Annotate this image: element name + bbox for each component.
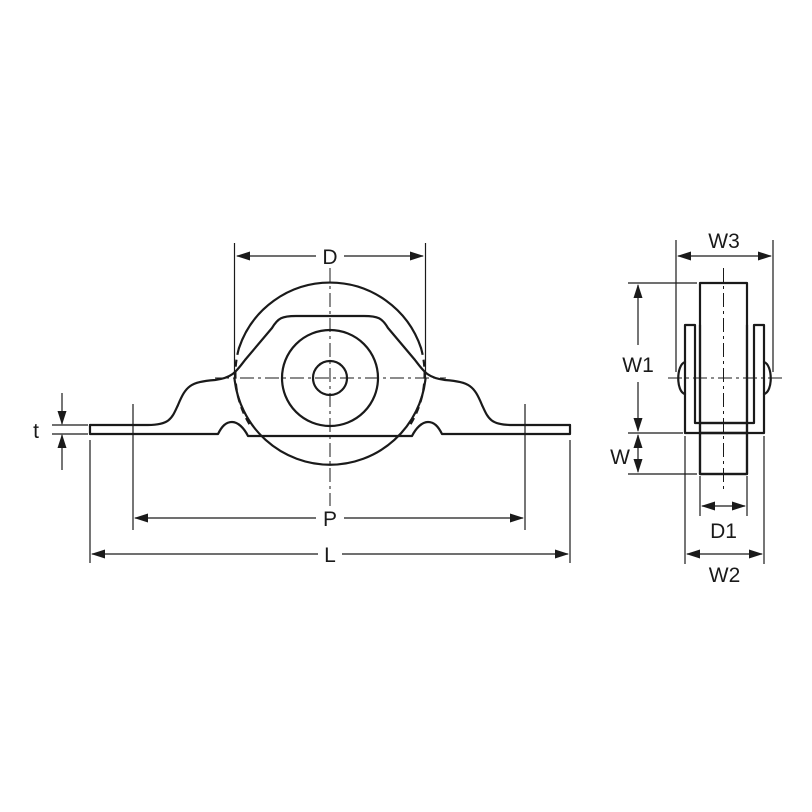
dim-W-arrow-top <box>633 434 643 448</box>
dim-W3-arrow-left <box>677 251 691 261</box>
dim-P-arrow-right <box>510 513 524 523</box>
dim-L-arrow-left <box>91 549 105 559</box>
wheel-hidden-right <box>409 347 426 426</box>
dim-W1-arrow-top <box>633 284 643 298</box>
label-D1: D1 <box>710 520 737 543</box>
label-P: P <box>323 508 337 531</box>
label-W: W <box>610 446 630 469</box>
side-bracket-u <box>683 323 766 435</box>
dim-W1-arrow-bottom <box>633 418 643 432</box>
wheel-outer-upper-arc <box>237 281 423 350</box>
side-view: W3 W1 W D1 W2 <box>610 230 782 587</box>
bracket-profile <box>88 314 572 427</box>
dim-W-arrow-bottom <box>633 459 643 473</box>
label-t: t <box>33 420 39 443</box>
dim-D1-arrow-right <box>732 501 746 511</box>
dim-W3-arrow-right <box>758 251 772 261</box>
dim-L-arrow-right <box>555 549 569 559</box>
dim-W2-arrow-left <box>686 549 700 559</box>
dim-D-arrow-left <box>236 251 250 261</box>
dim-D1-arrow-left <box>701 501 715 511</box>
front-view: D P L t <box>33 243 572 567</box>
dim-t-arrow-bottom <box>57 434 67 448</box>
label-L: L <box>324 544 336 567</box>
dim-W2-arrow-right <box>749 549 763 559</box>
label-W2: W2 <box>709 564 741 587</box>
dim-P-arrow-left <box>134 513 148 523</box>
label-D: D <box>322 246 337 269</box>
dim-t-arrow-top <box>57 411 67 425</box>
label-W1: W1 <box>622 354 654 377</box>
wheel-outer-lower-arc <box>233 377 427 466</box>
label-W3: W3 <box>708 230 740 253</box>
dim-D-arrow-right <box>410 251 424 261</box>
wheel-hidden-left <box>234 347 251 426</box>
